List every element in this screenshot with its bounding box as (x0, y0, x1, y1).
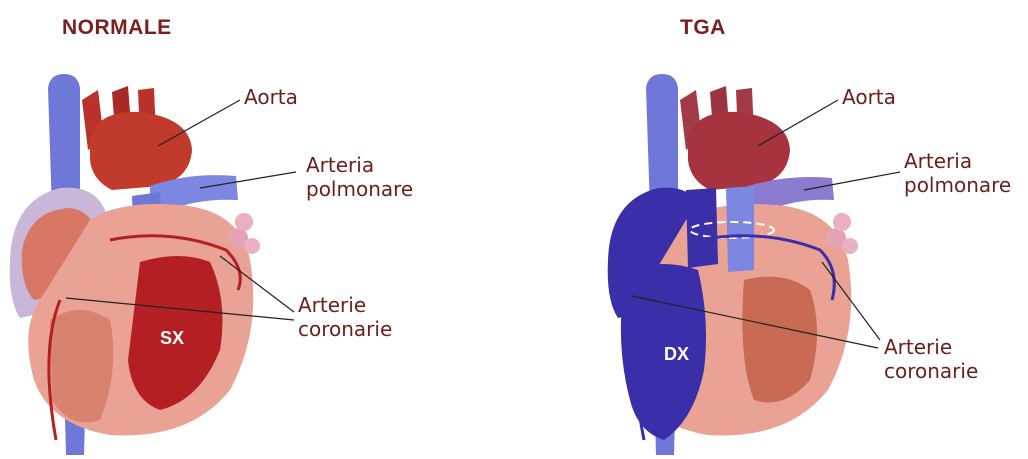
label-chamber-sx: SX (160, 328, 184, 349)
label-arterie-l1-tga: Arterie (884, 336, 952, 359)
label-arteria-l2-tga: polmonare (904, 174, 1011, 197)
label-chamber-dx: DX (664, 344, 689, 365)
tga-heart-illustration (514, 0, 1028, 459)
aorta-normal (90, 112, 192, 190)
label-arterie-l1-normal: Arterie (298, 294, 366, 317)
normal-heart-illustration (0, 0, 514, 459)
label-aorta-normal: Aorta (244, 86, 298, 109)
aorta-tga (688, 112, 790, 190)
panel-tga: TGA Aorta Art (514, 0, 1028, 459)
label-aorta-tga: Aorta (842, 86, 896, 109)
label-arterie-l2-tga: coronarie (884, 360, 978, 383)
label-arteria-l1-tga: Arteria (904, 150, 972, 173)
label-arterie-l2-normal: coronarie (298, 318, 392, 341)
label-arteria-l2-normal: polmonare (306, 178, 413, 201)
panel-normale: NORMALE Aorta Arteria (0, 0, 514, 459)
label-arteria-l1-normal: Arteria (306, 154, 374, 177)
